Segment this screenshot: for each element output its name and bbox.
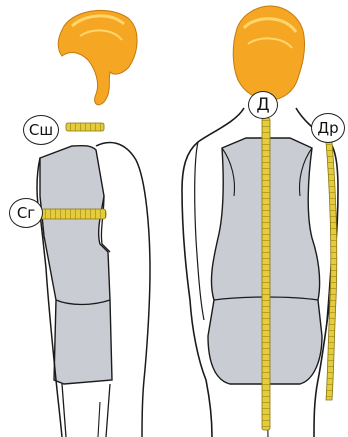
chest-girth-label: Сг: [9, 198, 43, 228]
back-length-tape-icon: [262, 118, 270, 430]
neck-tape-icon: [66, 123, 104, 131]
sleeve-length-tape-icon: [326, 142, 337, 400]
sleeve-length-text: Др: [317, 121, 338, 136]
back-length-text: Д: [256, 97, 269, 114]
neck-girth-label: Сш: [23, 115, 59, 145]
back-length-label: Д: [248, 91, 278, 119]
sleeve-length-label: Др: [311, 113, 345, 143]
neck-girth-text: Сш: [29, 123, 53, 138]
side-vest-shape: [40, 146, 112, 384]
side-hair-icon: [58, 10, 137, 104]
chest-tape-icon: [40, 209, 106, 219]
back-view-figure: [182, 6, 338, 437]
side-view-figure: [37, 10, 150, 437]
chest-girth-text: Сг: [17, 206, 35, 221]
